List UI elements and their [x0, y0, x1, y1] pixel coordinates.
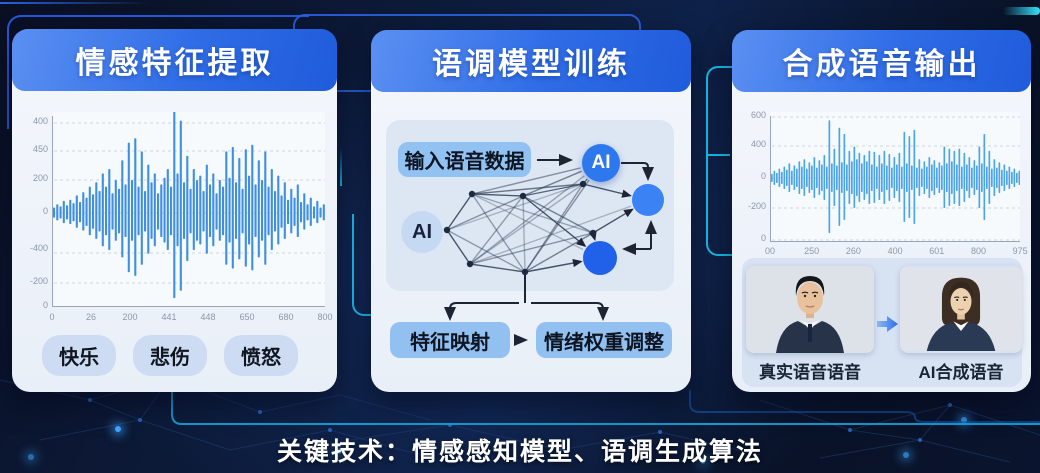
emotion-chip-sad: 悲伤	[133, 335, 207, 376]
neural-network-diagram	[443, 154, 657, 346]
top-left-edge-line	[0, 2, 150, 4]
left-gap-cyan-segment	[340, 148, 342, 186]
network-mesh	[443, 167, 634, 276]
glow-dot	[700, 458, 706, 464]
axis-tick-label: 601	[929, 246, 945, 256]
hidden-node-circle	[632, 184, 664, 216]
compare-arrow-icon	[877, 316, 898, 332]
axis-tick-label: 26	[85, 312, 96, 322]
axis-tick-label: 0	[760, 171, 766, 181]
left-gap-cyan-bracket	[352, 214, 378, 316]
feature-mapping-box: 特征映射	[390, 322, 510, 358]
axis-tick-label: 450	[32, 144, 48, 154]
key-technology-caption: 关键技术：情感感知模型、语调生成算法	[276, 438, 763, 466]
ai-speech-caption: AI合成语音	[918, 363, 1004, 382]
axis-tick-label: 200	[32, 173, 48, 183]
output-node-circle	[583, 241, 617, 275]
axis-tick-label: 0	[42, 300, 48, 310]
panel-title: 合成语音输出	[782, 48, 981, 81]
axis-tick-label: 0	[42, 206, 48, 216]
panel-title: 语调模型训练	[432, 48, 630, 81]
axis-tick-label: -400	[29, 243, 48, 253]
input-speech-data-box: 输入语音数据	[398, 142, 531, 177]
real-speech-caption: 真实语音语音	[759, 363, 861, 382]
split-arrow-right	[596, 302, 609, 321]
axis-tick-label: -200	[747, 201, 766, 211]
emotion-chip-row: 快乐 悲伤 愤怒	[42, 335, 298, 376]
axis-tick-label: 800	[970, 246, 987, 256]
real-speaker-photo	[746, 266, 874, 353]
axis-tick-label: 800	[317, 312, 333, 322]
ai-speaker-photo	[900, 266, 1022, 353]
panel-header: 语调模型训练	[371, 30, 691, 92]
glow-dot	[903, 452, 909, 458]
synthesized-waveform-chart	[770, 112, 1020, 242]
panel-synthesized-speech-output: 合成语音输出	[732, 30, 1031, 392]
axis-tick-label: 441	[161, 312, 177, 322]
emotion-weight-box: 情绪权重调整	[536, 322, 672, 358]
emotion-chip-angry: 愤怒	[224, 335, 298, 376]
split-arrow-left	[444, 302, 457, 321]
axis-tick-label: 00	[764, 246, 775, 256]
axis-tick-label: 975	[1012, 246, 1028, 256]
ai-input-circle: AI	[401, 211, 443, 253]
panel-header: 合成语音输出	[732, 30, 1031, 92]
voice-compare-card: 真实语音语音 AI合成语音	[742, 258, 1022, 387]
ai-node-circle: AI	[582, 144, 620, 182]
axis-tick-label: -200	[29, 276, 48, 286]
axis-tick-label: 260	[845, 246, 861, 256]
glow-dot	[336, 448, 342, 454]
axis-tick-label: 600	[750, 110, 766, 120]
axis-tick-label: 400	[32, 116, 48, 126]
panel-header: 情感特征提取	[12, 29, 337, 91]
arrow-ai-to-node	[621, 162, 654, 181]
top-left-circuit-bracket	[7, 15, 309, 129]
axis-tick-label: 400	[750, 139, 766, 149]
axis-tick-label: 250	[804, 246, 820, 256]
axis-tick-label: 680	[278, 312, 294, 322]
axis-tick-label: 0	[760, 233, 766, 243]
panel-title: 情感特征提取	[75, 47, 274, 80]
axis-tick-label: 0	[49, 312, 55, 322]
emotion-waveform-chart	[52, 112, 325, 307]
top-right-cyan-bar	[1003, 7, 1040, 15]
axis-tick-label: 400	[887, 246, 903, 256]
emotion-chip-happy: 快乐	[42, 335, 116, 376]
axis-tick-label: 448	[200, 312, 216, 322]
glow-dot	[115, 426, 121, 432]
glow-dot	[28, 454, 34, 460]
glow-dot	[961, 417, 967, 423]
right-gap-cyan-tick	[706, 154, 730, 156]
panel-intonation-model-training: 语调模型训练 输入语音数据 AI AI	[371, 30, 691, 392]
axis-tick-label: 200	[122, 312, 138, 322]
axis-tick-label: 650	[239, 312, 255, 322]
right-gap-cyan-bracket	[706, 66, 732, 256]
